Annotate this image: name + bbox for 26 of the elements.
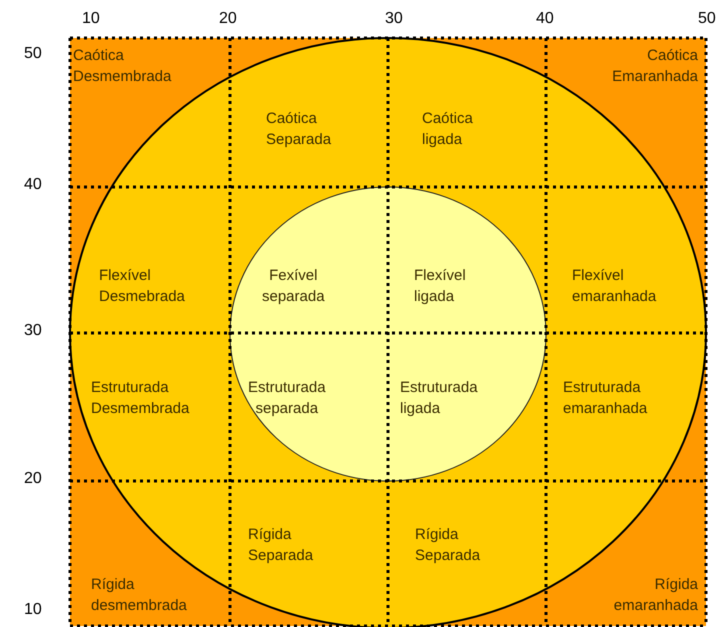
cell-label: Caótica ligada — [422, 109, 473, 150]
axis-tick-label: 50 — [24, 45, 42, 63]
axis-tick-label: 30 — [24, 322, 42, 340]
cell-label: Estruturada separada — [248, 378, 326, 419]
axis-tick-label: 40 — [24, 176, 42, 194]
axis-tick-label: 10 — [82, 10, 100, 28]
axis-tick-label: 10 — [24, 601, 42, 619]
cell-label: Flexível ligada — [414, 266, 466, 307]
cell-label: Fexível separada — [262, 266, 325, 307]
cell-label: Estruturada ligada — [400, 378, 478, 419]
cell-label: Caótica Separada — [266, 109, 332, 150]
cell-label: Estruturada Desmembrada — [91, 378, 190, 419]
cell-label: Flexível Desmebrada — [99, 266, 185, 307]
axis-tick-label: 20 — [219, 10, 237, 28]
cell-label: Rígida desmembrada — [91, 575, 187, 616]
cell-label: Rígida emaranhada — [614, 575, 698, 616]
axis-tick-label: 40 — [536, 10, 554, 28]
cell-label: Rígida Separada — [248, 525, 314, 566]
axis-tick-label: 30 — [385, 10, 403, 28]
axis-tick-label: 20 — [24, 470, 42, 488]
axis-tick-label: 50 — [698, 10, 716, 28]
cell-label: Rígida Separada — [415, 525, 480, 566]
cell-label: Estruturada emaranhada — [563, 378, 648, 419]
cell-label: Flexível emaranhada — [572, 266, 656, 307]
cell-label: Caótica Emaranhada — [612, 46, 698, 87]
cell-label: Caótica Desmembrada — [73, 46, 172, 87]
